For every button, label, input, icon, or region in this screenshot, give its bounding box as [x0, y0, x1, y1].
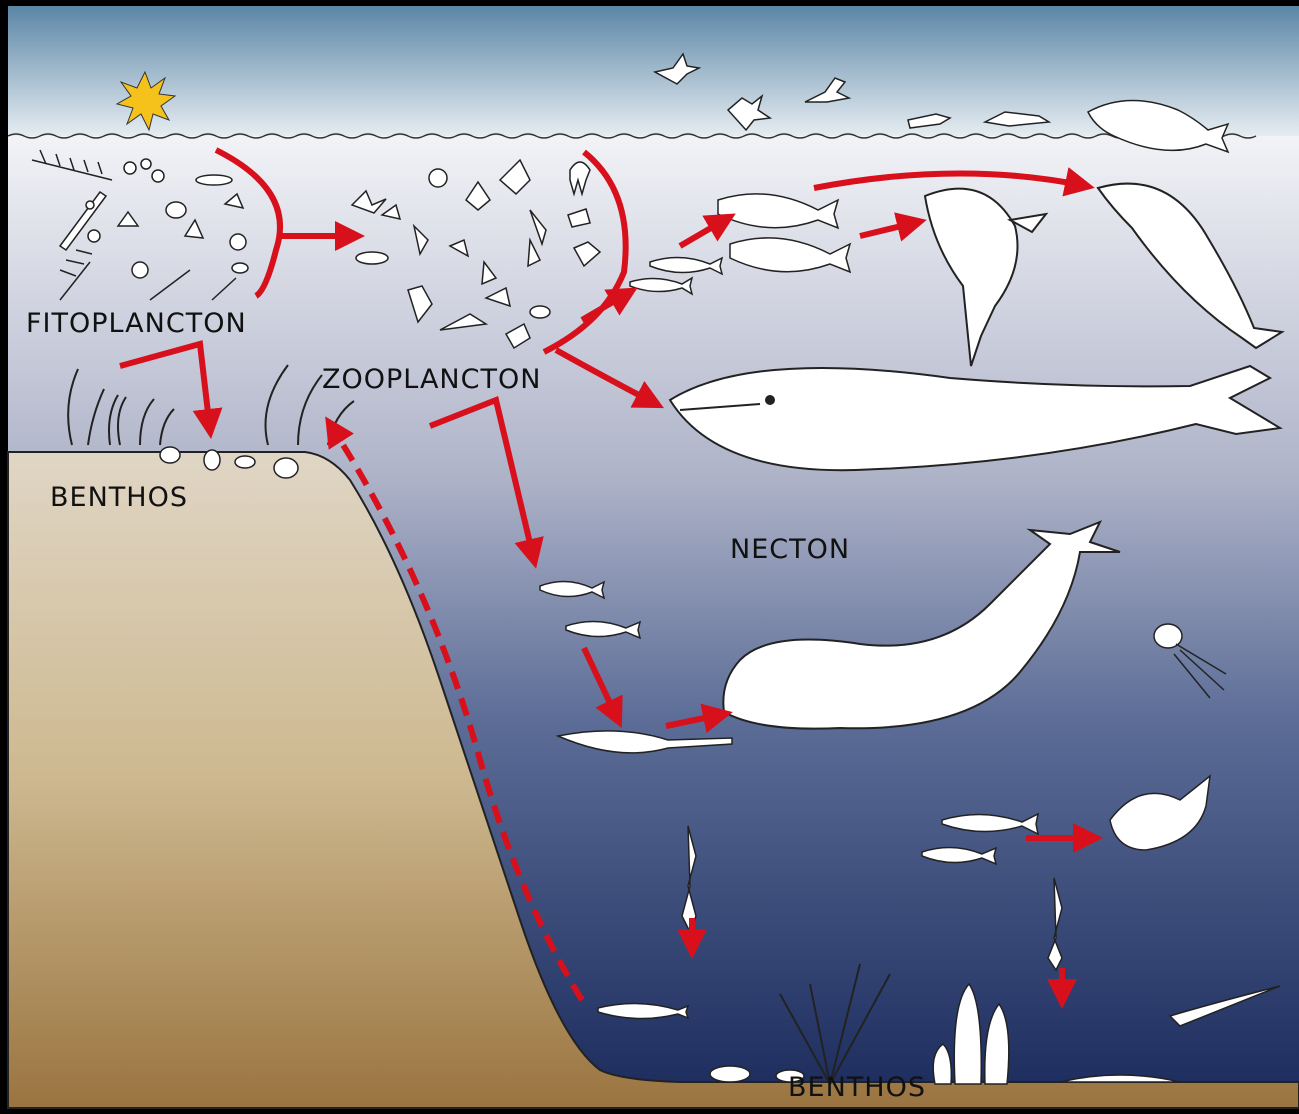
label-fitoplancton: FITOPLANCTON — [26, 308, 247, 339]
label-necton: NECTON — [730, 534, 850, 565]
label-benthos-deep: BENTHOS — [788, 1072, 926, 1103]
label-benthos-shelf: BENTHOS — [50, 482, 188, 513]
label-zooplancton: ZOOPLANCTON — [322, 364, 541, 395]
